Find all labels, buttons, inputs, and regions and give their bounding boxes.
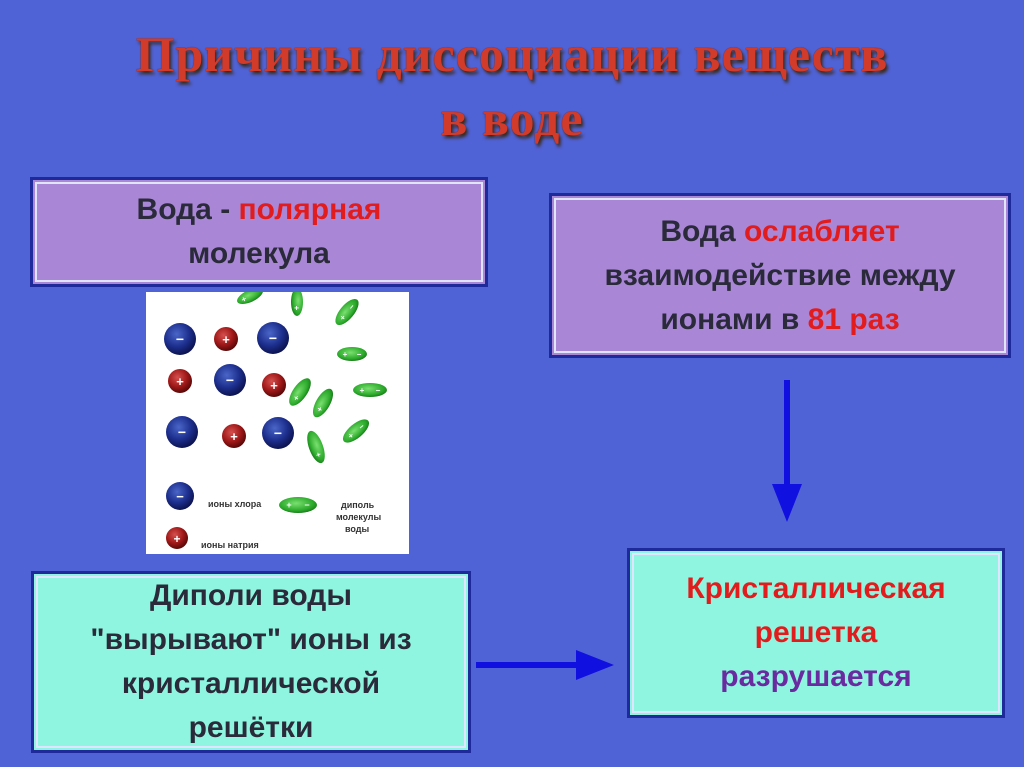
svg-text:−: − (274, 425, 282, 441)
water-dipole: + − (335, 298, 359, 326)
polar-text-1: Вода - (136, 193, 239, 226)
dipoles-line-4: решётки (188, 711, 314, 744)
water-dipole: + − (342, 419, 370, 443)
water-dipole: + (291, 292, 303, 316)
lattice-line-1: Кристаллическая (686, 572, 946, 605)
slide-title: Причины диссоциации веществ в воде (0, 22, 1024, 150)
water-dipole: + (237, 292, 263, 304)
dipoles-line-1: Диполи воды (149, 579, 352, 612)
water-dipole: + (312, 388, 334, 418)
dissociation-illustration: − − − − − + + + (146, 292, 409, 554)
svg-text:+: + (173, 532, 180, 546)
sodium-ion: + (214, 327, 238, 351)
lattice-line-3: разрушается (720, 660, 912, 693)
legend-dipole-label-2: молекулы (336, 512, 382, 522)
svg-text:−: − (176, 331, 184, 347)
water-dipole: + (307, 430, 325, 464)
legend-dipole-label-1: диполь (341, 500, 375, 510)
chlorine-ion: − (257, 322, 289, 354)
svg-text:+: + (313, 451, 323, 459)
legend-sodium-swatch: + (166, 527, 188, 549)
dipoles-line-3: кристаллической (121, 667, 381, 700)
sodium-ion: + (262, 373, 286, 397)
arrow-down-icon (772, 380, 802, 522)
sodium-ion: + (222, 424, 246, 448)
legend-chlorine-swatch: − (166, 482, 194, 510)
svg-text:+: + (291, 393, 301, 402)
svg-text:−: − (226, 372, 234, 388)
svg-text:−: − (178, 424, 186, 440)
svg-text:+: + (315, 405, 325, 414)
chlorine-ion: − (164, 323, 196, 355)
legend-chlorine-label: ионы хлора (208, 499, 262, 509)
polar-text-highlight: полярная (238, 193, 382, 226)
legend-dipole-swatch: + − (279, 497, 317, 513)
title-line-1: Причины диссоциации веществ (135, 26, 889, 82)
dipoles-line-2: "вырывают" ионы из (90, 623, 412, 656)
weaken-text-1: Вода (660, 214, 744, 248)
polar-molecule-box: Вода - полярная молекула (30, 177, 488, 287)
lattice-line-2: решетка (754, 616, 878, 649)
weaken-interaction-box: Вода ослабляет взаимодействие между иона… (549, 193, 1011, 358)
svg-text:−: − (376, 386, 381, 395)
svg-text:+: + (270, 378, 278, 393)
svg-text:+: + (286, 500, 291, 510)
water-dipole: + − (353, 383, 387, 397)
arrow-right-icon (476, 650, 614, 680)
svg-text:+: + (176, 374, 184, 389)
sodium-ion: + (168, 369, 192, 393)
svg-text:+: + (222, 332, 230, 347)
chlorine-ion: − (166, 416, 198, 448)
chlorine-ion: − (262, 417, 294, 449)
water-dipole: + − (337, 347, 367, 361)
svg-text:+: + (230, 429, 238, 444)
dipoles-pull-ions-box: Диполи воды "вырывают" ионы из кристалли… (31, 571, 471, 753)
weaken-text-4: ионами в (660, 302, 808, 336)
svg-text:−: − (347, 302, 357, 312)
svg-text:−: − (269, 330, 277, 346)
title-line-2: в воде (440, 90, 584, 146)
svg-text:−: − (357, 422, 367, 432)
svg-text:−: − (304, 500, 309, 510)
legend-dipole-label-3: воды (345, 524, 370, 534)
legend-sodium-label: ионы натрия (201, 540, 259, 550)
svg-text:+: + (343, 350, 348, 359)
lattice-destroyed-box: Кристаллическая решетка разрушается (627, 548, 1005, 718)
svg-text:+: + (292, 306, 301, 311)
weaken-text-highlight: ослабляет (743, 214, 900, 248)
svg-text:+: + (360, 386, 365, 395)
svg-text:+: + (346, 431, 356, 441)
svg-text:+: + (240, 294, 248, 304)
weaken-text-3: взаимодействие между (604, 258, 956, 292)
svg-text:−: − (176, 489, 184, 504)
weaken-text-factor: 81 раз (807, 302, 900, 336)
svg-text:−: − (357, 350, 362, 359)
polar-text-3: молекула (188, 237, 330, 270)
ions-diagram: − − − − − + + + (164, 292, 387, 550)
chlorine-ion: − (214, 364, 246, 396)
water-dipole: + (289, 378, 311, 406)
svg-text:+: + (338, 313, 348, 323)
